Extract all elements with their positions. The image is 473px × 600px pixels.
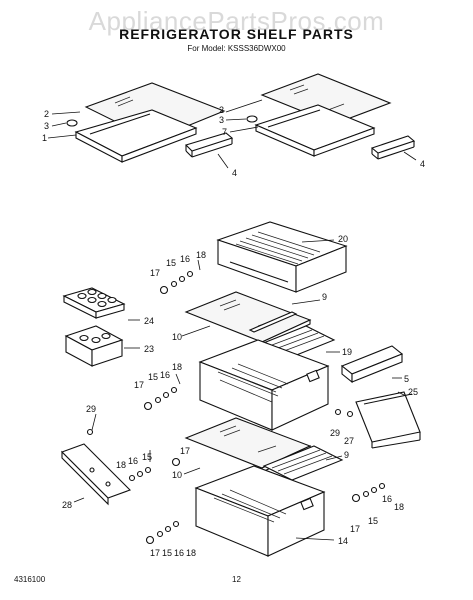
callout-3: 3	[44, 121, 49, 131]
callout-28: 28	[62, 500, 72, 510]
hardware-set	[86, 270, 386, 545]
callout-15: 15	[166, 258, 176, 268]
callout-15: 15	[368, 516, 378, 526]
callout-7: 7	[222, 127, 227, 137]
egg-tray-24	[62, 287, 126, 319]
bracket-25	[355, 391, 421, 449]
callout-18: 18	[196, 250, 206, 260]
callout-16: 16	[128, 456, 138, 466]
callout-16: 16	[174, 548, 184, 558]
callout-20: 20	[338, 234, 348, 244]
callout-2: 2	[219, 105, 224, 115]
callout-24: 24	[144, 316, 154, 326]
callout-4: 4	[420, 159, 425, 169]
callout-2: 2	[44, 109, 49, 119]
callout-16: 16	[382, 494, 392, 504]
callout-17: 17	[150, 548, 160, 558]
callout-27: 27	[344, 436, 354, 446]
callout-16: 16	[160, 370, 170, 380]
callout-23: 23	[144, 344, 154, 354]
slide-rail-5	[340, 345, 404, 384]
callout-10: 10	[172, 470, 182, 480]
drawer-cover-9-lower	[262, 445, 344, 481]
callout-18: 18	[116, 460, 126, 470]
bracket-28	[61, 443, 131, 506]
callout-9: 9	[344, 450, 349, 460]
callout-9: 9	[322, 292, 327, 302]
callout-15: 15	[162, 548, 172, 558]
callout-29: 29	[330, 428, 340, 438]
callout-18: 18	[186, 548, 196, 558]
shelf-support-right	[370, 135, 416, 154]
callout-3: 3	[219, 115, 224, 125]
callout-25: 25	[408, 387, 418, 397]
callout-17: 17	[350, 524, 360, 534]
page-number: 12	[232, 575, 241, 584]
shelf-assembly-left	[66, 82, 234, 163]
callout-4: 4	[232, 168, 237, 178]
callout-15: 15	[142, 452, 152, 462]
callout-14: 14	[338, 536, 348, 546]
document-number: 4316100	[14, 575, 46, 584]
diagram-title: REFRIGERATOR SHELF PARTS	[119, 26, 354, 42]
callout-16: 16	[180, 254, 190, 264]
watermark: AppliancePartsPros.com	[88, 6, 385, 36]
callout-1: 1	[42, 133, 47, 143]
drawer-19	[198, 339, 330, 431]
callout-18: 18	[172, 362, 182, 372]
shelf-clip-right	[246, 115, 258, 123]
callout-10: 10	[172, 332, 182, 342]
callout-15: 15	[148, 372, 158, 382]
drawer-20	[216, 221, 348, 293]
shelf-assembly-right	[246, 73, 416, 160]
callout-17: 17	[134, 380, 144, 390]
callout-labels: 2 3 1 4 2 3 7 4 20 18 16 15 17 9 10 24 2…	[42, 105, 425, 558]
egg-bin-23	[64, 325, 124, 367]
callout-17: 17	[150, 268, 160, 278]
callout-29: 29	[86, 404, 96, 414]
callout-17: 17	[180, 446, 190, 456]
drawer-14	[194, 465, 326, 557]
callout-5: 5	[404, 374, 409, 384]
model-subtitle: For Model: KSSS36DWX00	[187, 44, 286, 53]
shelf-clip-left	[66, 119, 78, 127]
callout-18: 18	[394, 502, 404, 512]
leader-lines	[47, 99, 417, 541]
callout-19: 19	[342, 347, 352, 357]
